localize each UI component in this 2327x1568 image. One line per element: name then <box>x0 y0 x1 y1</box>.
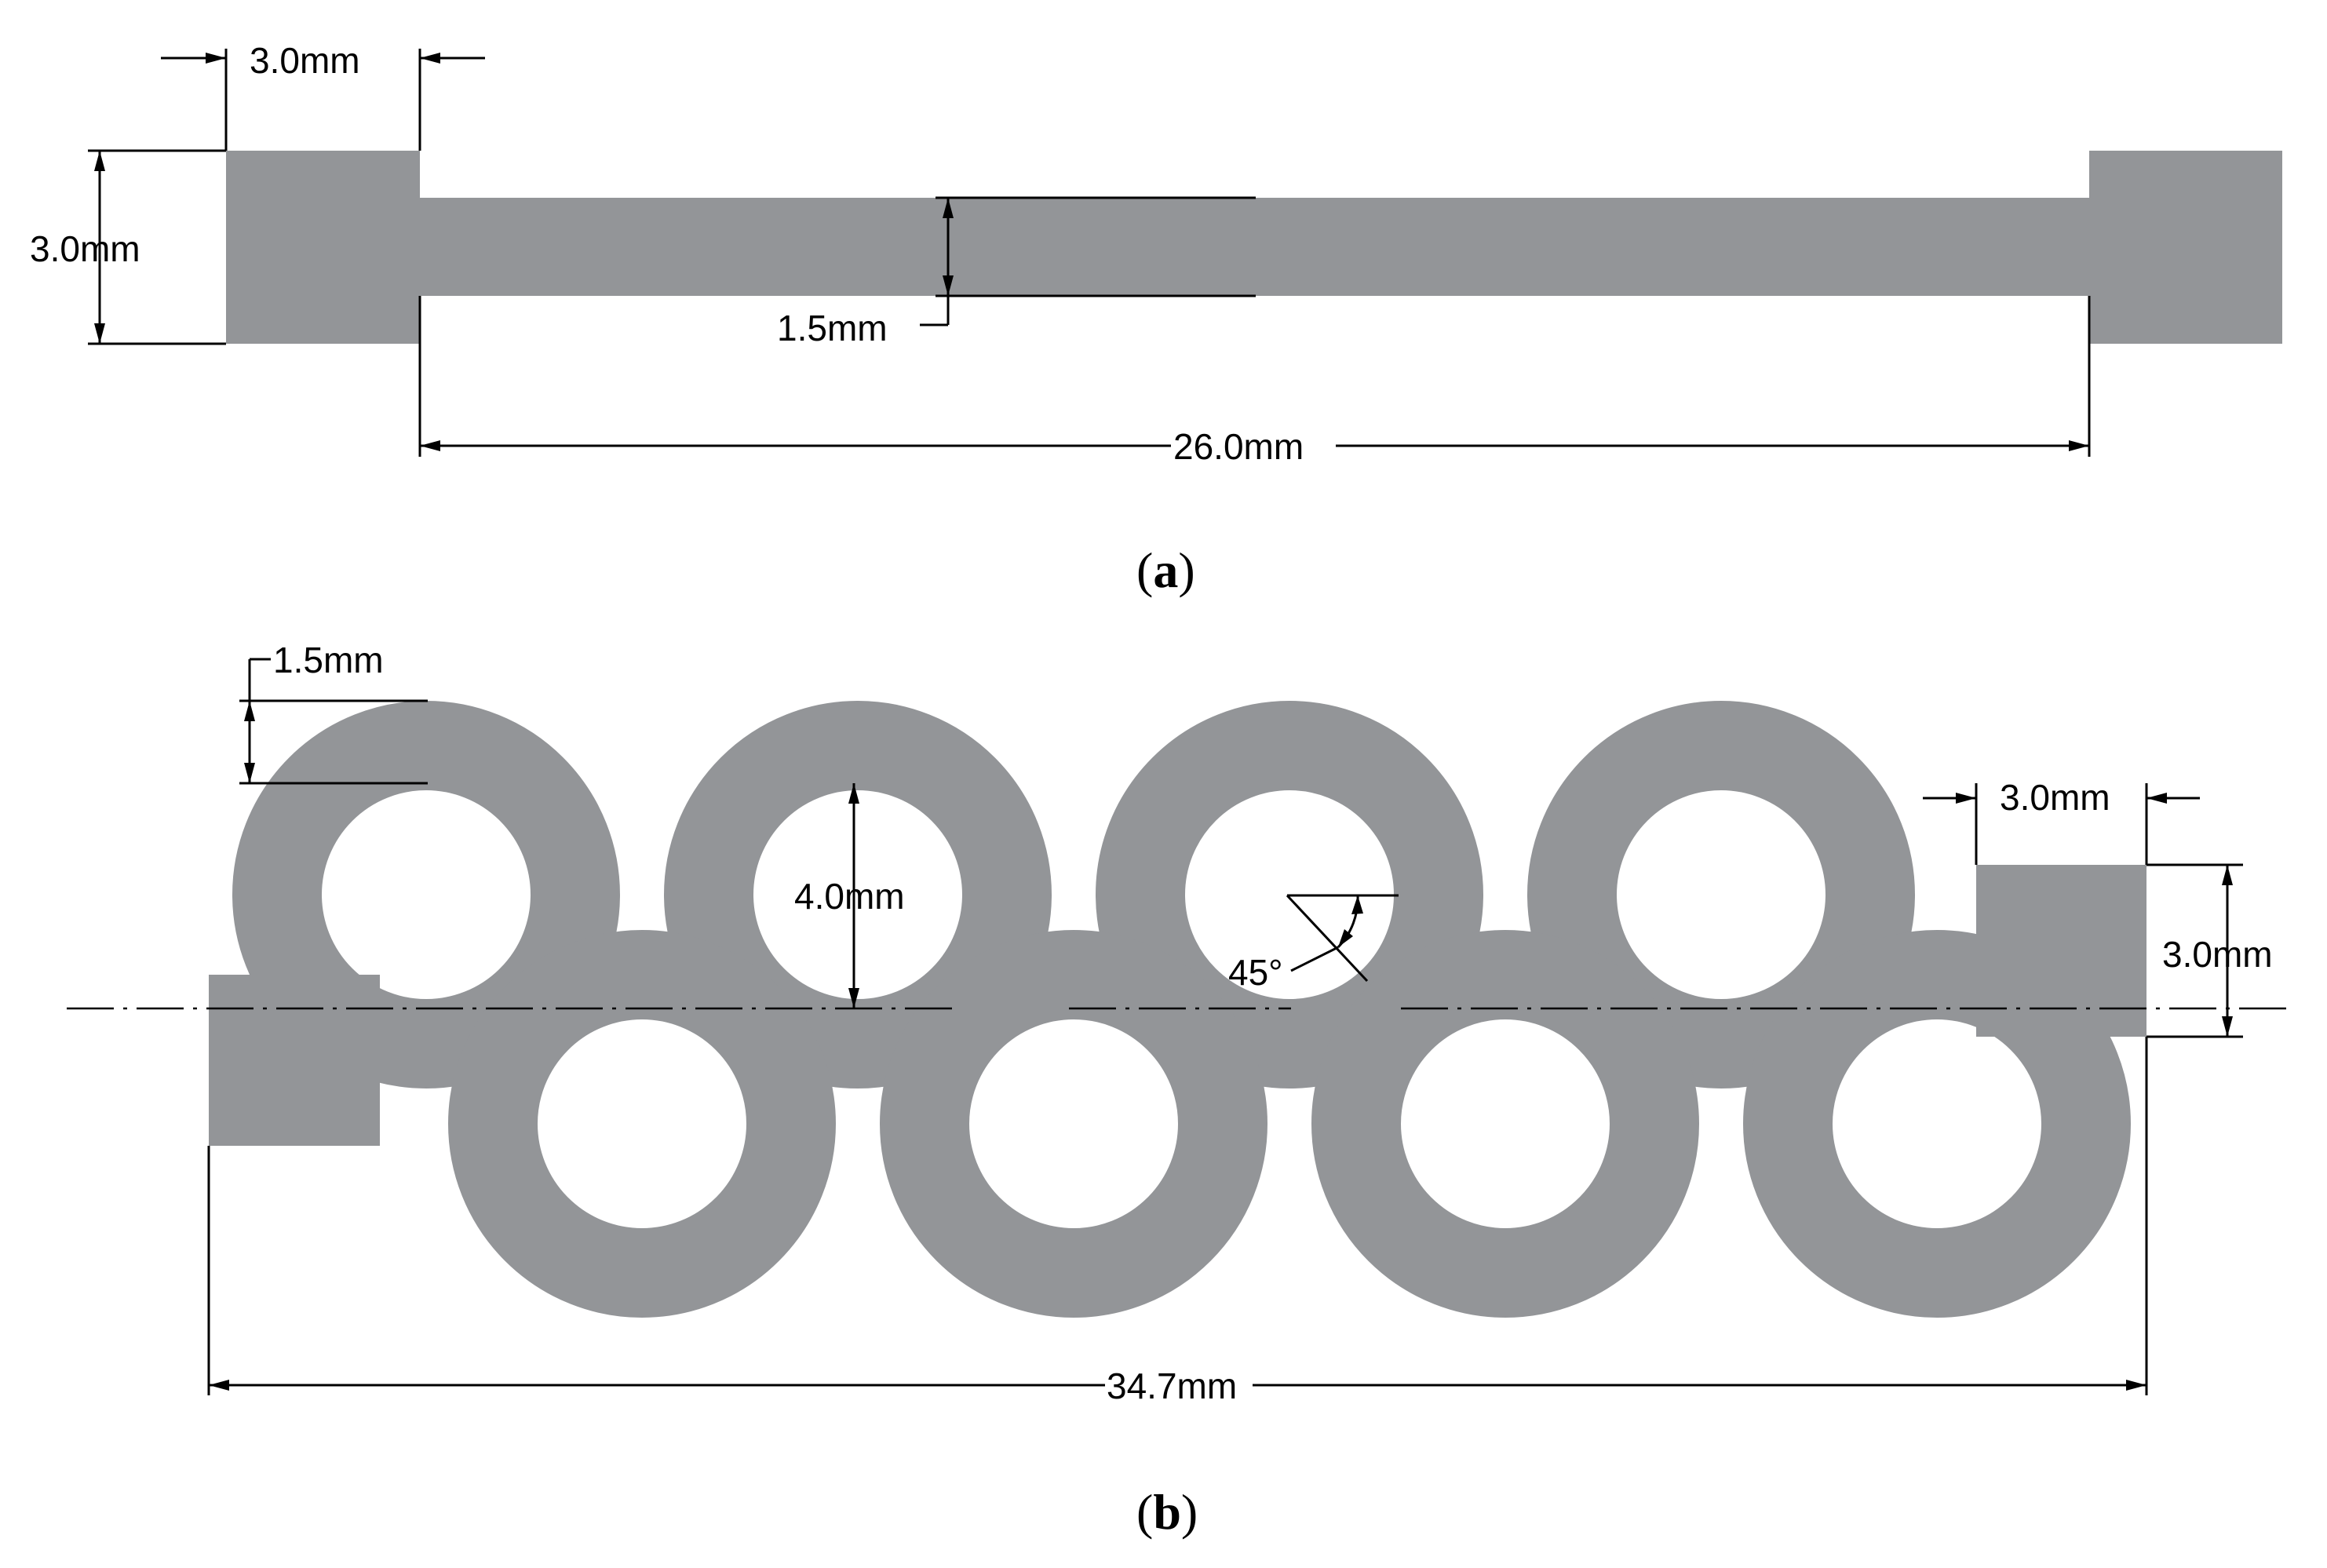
upper-loop-3 <box>1096 701 1483 1088</box>
inner-diameter-dimension-b: 4.0mm <box>794 783 905 1008</box>
upper-loop-1 <box>232 701 620 1088</box>
panel-b: 1.5mm 4.0mm 45° 3.0mm <box>67 640 2296 1540</box>
left-contact-pad <box>209 975 380 1146</box>
pad-width-label-a: 3.0mm <box>250 40 360 81</box>
total-length-label-b: 34.7mm <box>1107 1366 1237 1406</box>
inner-diameter-label-b: 4.0mm <box>794 876 905 917</box>
lower-loop-4 <box>1743 930 2131 1318</box>
panel-a: 3.0mm 3.0mm 1.5mm <box>30 40 2282 598</box>
angle-label-b: 45° <box>1228 952 1283 993</box>
serpentine-conductor <box>209 701 2146 1318</box>
lower-loop-2 <box>880 930 1267 1318</box>
panel-b-label: (b) <box>1136 1484 1198 1540</box>
lower-loop-3 <box>1311 930 1699 1318</box>
pad-width-label-b: 3.0mm <box>2000 777 2110 818</box>
trace-width-label-b: 1.5mm <box>273 640 384 680</box>
total-length-dimension-b: 34.7mm <box>207 1037 2148 1406</box>
straight-strip-conductor <box>226 151 2282 344</box>
panel-a-label: (a) <box>1136 542 1195 598</box>
lower-loop-1 <box>448 930 836 1318</box>
strip-length-dimension-a: 26.0mm <box>418 296 2091 467</box>
pad-height-label-b: 3.0mm <box>2162 934 2273 975</box>
right-contact-pad <box>1976 865 2146 1037</box>
angle-dimension-b: 45° <box>1228 894 1399 993</box>
pad-height-dimension-b: 3.0mm <box>2146 863 2273 1038</box>
pad-width-dimension-b: 3.0mm <box>1923 777 2200 865</box>
pad-height-dimension-a: 3.0mm <box>30 149 226 345</box>
pad-width-dimension-a: 3.0mm <box>161 40 485 151</box>
strip-length-label-a: 26.0mm <box>1173 426 1304 467</box>
trace-width-dimension-b: 1.5mm <box>239 640 428 785</box>
upper-loop-2 <box>664 701 1052 1088</box>
strip-width-label-a: 1.5mm <box>777 308 888 348</box>
strip-width-dimension-a: 1.5mm <box>777 196 1256 348</box>
pad-height-label-a: 3.0mm <box>30 228 140 269</box>
upper-loop-4 <box>1527 701 1915 1088</box>
